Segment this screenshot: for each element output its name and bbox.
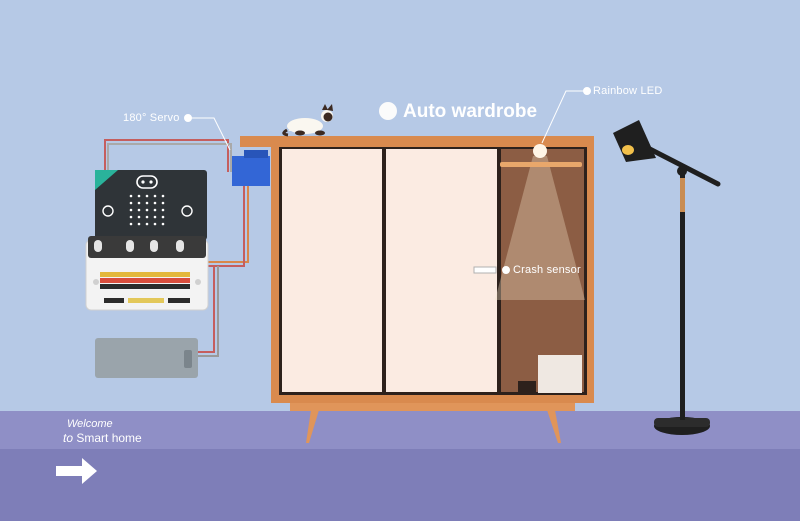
servo-motor bbox=[232, 150, 270, 186]
welcome-line-2: to Smart home bbox=[63, 431, 142, 445]
cat-figure bbox=[282, 104, 333, 137]
callout-lines bbox=[184, 87, 591, 274]
welcome-smart-home: Smart home bbox=[76, 431, 142, 445]
floor-base bbox=[0, 449, 800, 521]
next-arrow-icon[interactable] bbox=[56, 458, 97, 484]
battery-pack bbox=[95, 338, 198, 378]
servo-label: 180° Servo bbox=[123, 112, 180, 124]
wiring bbox=[104, 139, 249, 357]
floor-lamp bbox=[613, 120, 721, 435]
crash-sensor-label: Crash sensor bbox=[513, 264, 581, 276]
rainbow-led-label: Rainbow LED bbox=[593, 85, 663, 97]
welcome-line-1: Welcome bbox=[67, 418, 113, 430]
welcome-to: to bbox=[63, 431, 74, 445]
microbit-board bbox=[85, 170, 209, 311]
wardrobe bbox=[240, 136, 594, 443]
page-title: Auto wardrobe bbox=[403, 101, 538, 122]
title-dot bbox=[379, 102, 397, 120]
